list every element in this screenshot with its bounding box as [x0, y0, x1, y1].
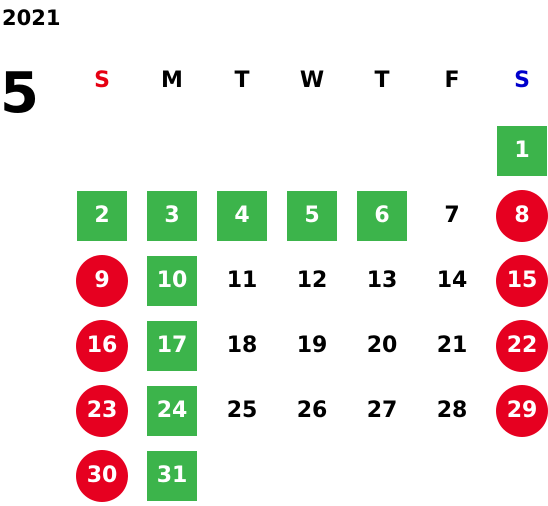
weekday-fri: F: [444, 68, 460, 93]
day-number: 14: [436, 268, 468, 293]
day-number: 30: [76, 450, 128, 502]
day-number: 23: [76, 385, 128, 437]
day-number: 12: [296, 268, 328, 293]
day-number: 1: [497, 126, 547, 176]
day-cell-8[interactable]: 8: [487, 186, 548, 246]
day-number: 25: [226, 398, 258, 423]
calendar-year: 2021: [2, 6, 61, 30]
day-cell-15[interactable]: 15: [487, 251, 548, 311]
day-cell-9[interactable]: 9: [67, 251, 137, 311]
day-cell-7[interactable]: 7: [417, 186, 487, 246]
day-number: 15: [496, 255, 548, 307]
day-number: 21: [436, 333, 468, 358]
day-number: 8: [496, 190, 548, 242]
day-cell-6[interactable]: 6: [347, 186, 417, 246]
day-number: 16: [76, 320, 128, 372]
weekday-tue: T: [234, 68, 250, 93]
day-number: 24: [147, 386, 197, 436]
weekday-header-row: S M T W T F S: [67, 64, 548, 98]
day-cell-24[interactable]: 24: [137, 381, 207, 441]
day-cell-21[interactable]: 21: [417, 316, 487, 376]
day-number: 3: [147, 191, 197, 241]
day-cell-23[interactable]: 23: [67, 381, 137, 441]
day-cell-17[interactable]: 17: [137, 316, 207, 376]
day-cell-31[interactable]: 31: [137, 446, 207, 506]
day-number: 2: [77, 191, 127, 241]
day-cell-2[interactable]: 2: [67, 186, 137, 246]
day-number: 22: [496, 320, 548, 372]
day-number: 11: [226, 268, 258, 293]
day-cell-18[interactable]: 18: [207, 316, 277, 376]
day-cell-4[interactable]: 4: [207, 186, 277, 246]
day-number: 7: [444, 203, 460, 228]
day-number: 29: [496, 385, 548, 437]
day-cell-27[interactable]: 27: [347, 381, 417, 441]
weekday-sun: S: [94, 68, 110, 93]
weekday-wed: W: [299, 68, 325, 93]
day-cell-22[interactable]: 22: [487, 316, 548, 376]
day-number: 4: [217, 191, 267, 241]
day-cell-10[interactable]: 10: [137, 251, 207, 311]
day-cell-25[interactable]: 25: [207, 381, 277, 441]
day-cell-14[interactable]: 14: [417, 251, 487, 311]
day-number: 28: [436, 398, 468, 423]
day-number: 13: [366, 268, 398, 293]
day-number: 19: [296, 333, 328, 358]
weekday-sat: S: [514, 68, 530, 93]
day-cell-13[interactable]: 13: [347, 251, 417, 311]
day-cell-11[interactable]: 11: [207, 251, 277, 311]
day-number: 26: [296, 398, 328, 423]
day-number: 17: [147, 321, 197, 371]
weekday-mon: M: [161, 68, 183, 93]
day-number: 9: [76, 255, 128, 307]
weekday-thu: T: [374, 68, 390, 93]
day-cell-3[interactable]: 3: [137, 186, 207, 246]
day-cell-5[interactable]: 5: [277, 186, 347, 246]
day-cell-30[interactable]: 30: [67, 446, 137, 506]
day-number: 31: [147, 451, 197, 501]
day-cell-1[interactable]: 1: [487, 121, 548, 181]
day-cell-19[interactable]: 19: [277, 316, 347, 376]
day-number: 20: [366, 333, 398, 358]
day-cell-20[interactable]: 20: [347, 316, 417, 376]
day-cell-26[interactable]: 26: [277, 381, 347, 441]
day-number: 6: [357, 191, 407, 241]
day-cell-29[interactable]: 29: [487, 381, 548, 441]
day-cell-16[interactable]: 16: [67, 316, 137, 376]
calendar-month: 5: [0, 61, 39, 126]
day-number: 27: [366, 398, 398, 423]
day-cell-28[interactable]: 28: [417, 381, 487, 441]
day-number: 5: [287, 191, 337, 241]
day-number: 10: [147, 256, 197, 306]
day-cell-12[interactable]: 12: [277, 251, 347, 311]
day-number: 18: [226, 333, 258, 358]
